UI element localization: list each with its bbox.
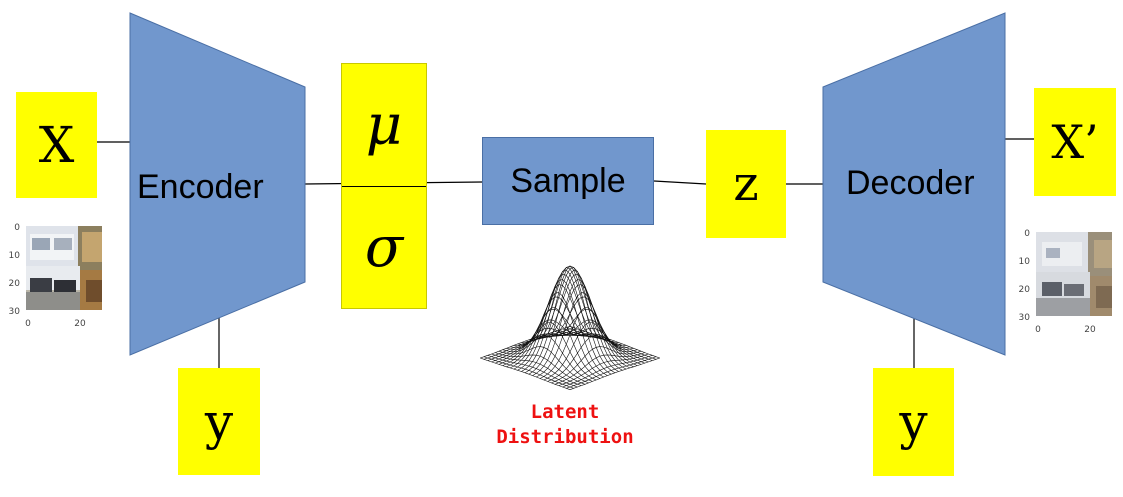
y-decoder-label: y xyxy=(899,393,928,451)
gaussian-surface-plot xyxy=(480,265,660,390)
input-image-plot: 0 10 20 30 0 20 xyxy=(9,223,102,329)
decoder-shape xyxy=(822,12,1006,356)
x-prime-box: X’ xyxy=(1034,88,1116,196)
latent-distribution-caption: Latent Distribution xyxy=(470,400,660,450)
x-input-box: X xyxy=(16,92,97,198)
wireframe-line xyxy=(551,346,642,384)
wireframe-line xyxy=(483,356,574,389)
x-prime-label: X’ xyxy=(1051,115,1099,169)
input-ytick-20: 20 xyxy=(9,279,21,289)
output-xtick-0: 0 xyxy=(1035,325,1041,335)
wireframe-line xyxy=(502,335,593,382)
output-image-plot: 0 10 20 30 0 20 xyxy=(1019,229,1112,335)
output-ytick-30: 30 xyxy=(1019,313,1031,323)
wireframe-line xyxy=(524,265,615,374)
wireframe-line xyxy=(547,319,638,366)
wireframe-line xyxy=(480,357,571,390)
decoder-label: Decoder xyxy=(846,164,975,202)
z-label: z xyxy=(733,156,759,212)
x-input-label: X xyxy=(38,116,75,174)
sigma-symbol: σ xyxy=(364,215,404,280)
input-ytick-30: 30 xyxy=(9,307,21,317)
encoder-shape xyxy=(129,12,306,356)
input-xtick-0: 0 xyxy=(25,319,31,329)
wireframe-line xyxy=(566,356,657,389)
y-encoder-box: y xyxy=(178,368,260,475)
wireframe-line xyxy=(502,319,593,366)
wireframe-line xyxy=(532,273,623,371)
wireframe-line xyxy=(547,335,638,382)
wireframe-line xyxy=(487,355,578,388)
output-xtick-20: 20 xyxy=(1084,325,1096,335)
wireframe-line xyxy=(562,355,653,388)
y-decoder-box: y xyxy=(873,368,954,476)
encoder-label: Encoder xyxy=(137,168,264,206)
latent-params-box: μ σ xyxy=(341,63,427,309)
latent-caption-line2: Distribution xyxy=(496,426,634,448)
wireframe-line xyxy=(525,265,616,374)
output-ytick-0: 0 xyxy=(1024,229,1030,239)
wireframe-line xyxy=(558,353,649,386)
input-ytick-10: 10 xyxy=(9,251,21,261)
output-image xyxy=(1036,232,1112,316)
mu-cell: μ xyxy=(342,64,426,187)
input-image xyxy=(26,226,102,310)
mu-symbol: μ xyxy=(365,92,403,158)
y-encoder-label: y xyxy=(204,392,234,451)
output-ytick-20: 20 xyxy=(1019,285,1031,295)
sample-label: Sample xyxy=(510,161,626,200)
z-box: z xyxy=(706,130,786,238)
sample-to-z-line xyxy=(653,180,707,185)
gaussian-wireframe xyxy=(480,265,660,390)
wireframe-line xyxy=(495,352,586,385)
input-ytick-0: 0 xyxy=(14,223,20,233)
input-xtick-20: 20 xyxy=(74,319,86,329)
wireframe-line xyxy=(517,273,608,371)
sample-block: Sample xyxy=(482,137,654,225)
output-ytick-10: 10 xyxy=(1019,257,1031,267)
wireframe-line xyxy=(491,353,582,386)
wireframe-line xyxy=(510,307,601,379)
wireframe-line xyxy=(569,357,660,390)
latent-caption-line1: Latent xyxy=(530,401,600,423)
wireframe-line xyxy=(498,346,589,384)
sigma-cell: σ xyxy=(342,187,426,308)
wireframe-line xyxy=(539,307,630,379)
